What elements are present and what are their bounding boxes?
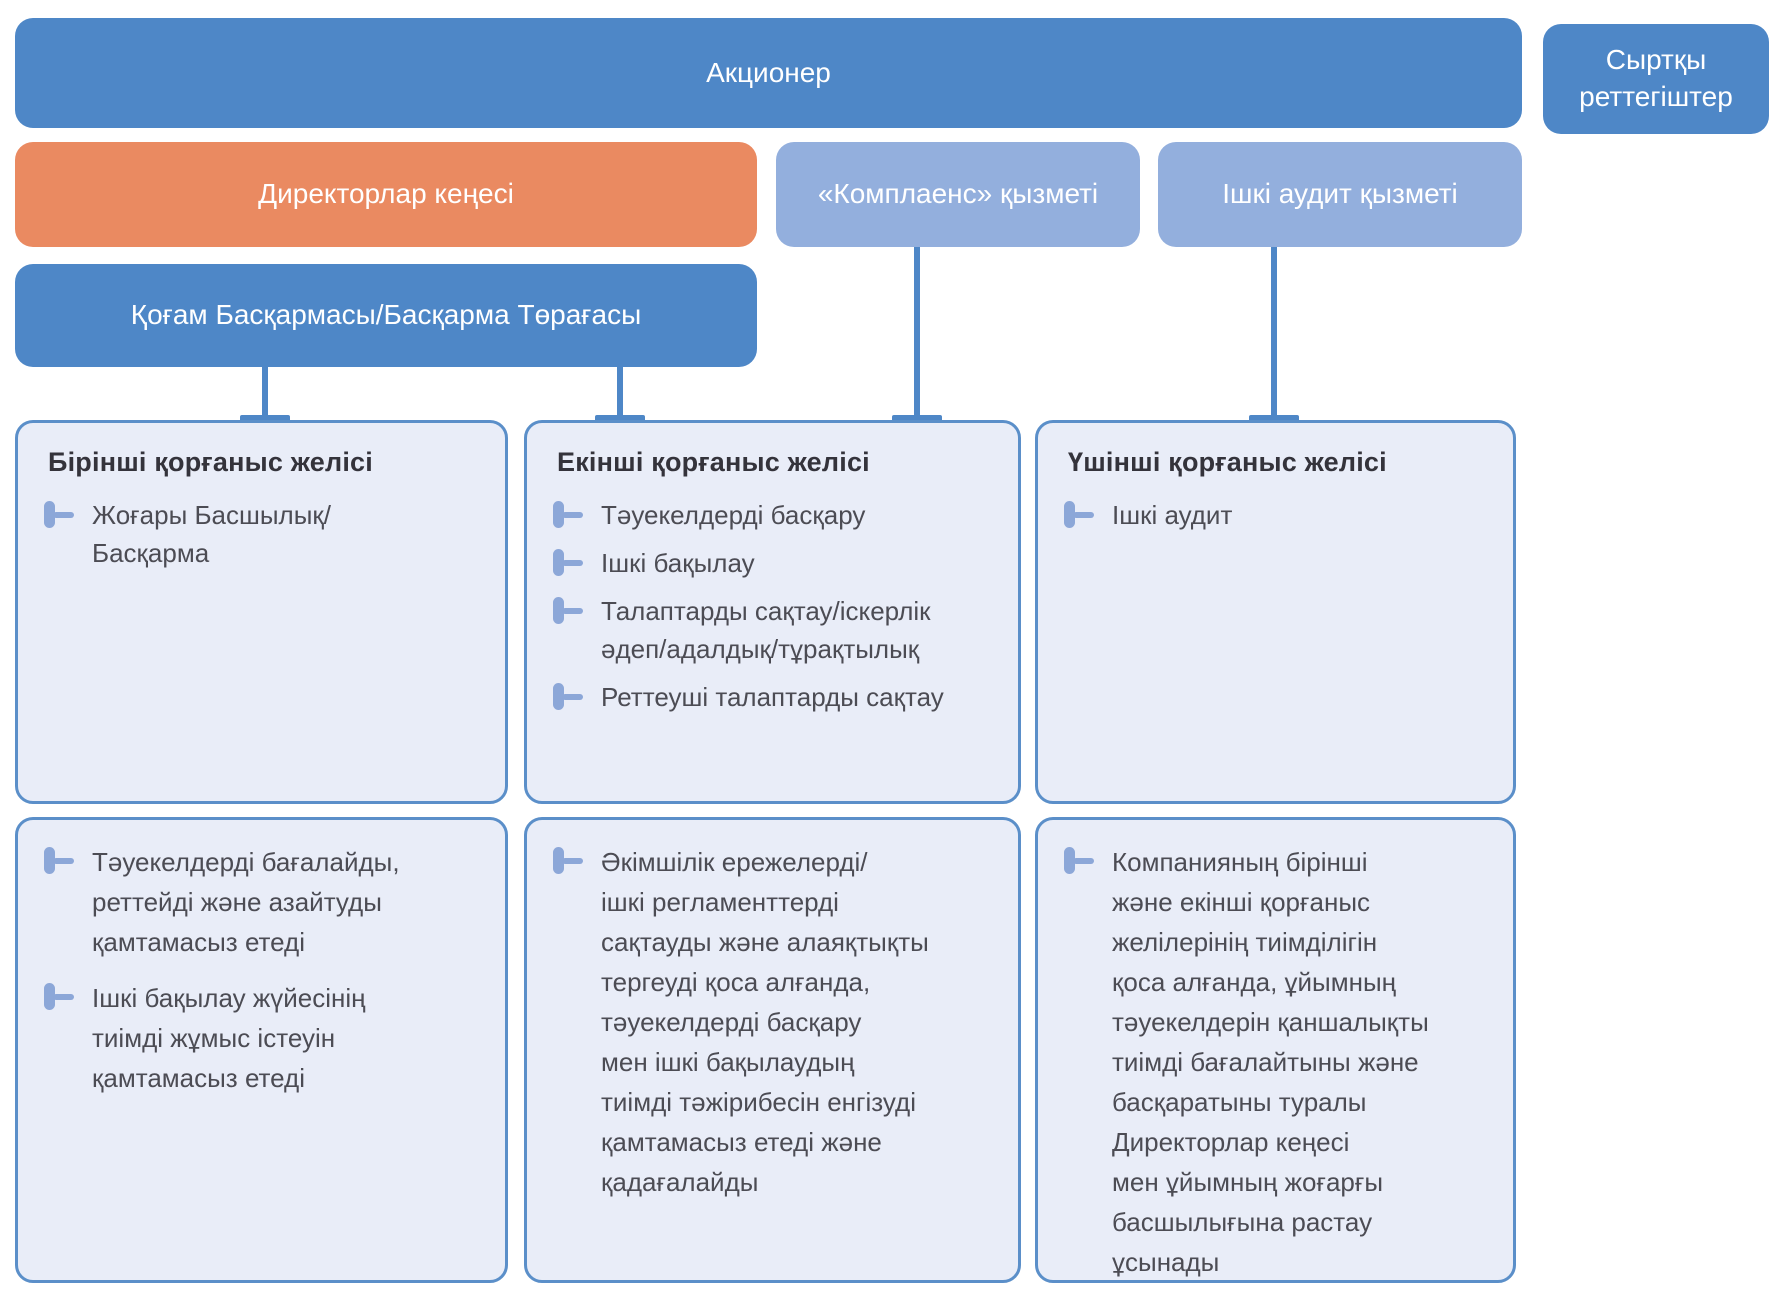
compliance-service-box: «Комплаенс» қызметі — [776, 142, 1140, 247]
connector-management-to-line1 — [262, 367, 268, 419]
bullet-icon — [553, 683, 589, 711]
defense-line-2-title: Екінші қорғаныс желісі — [557, 447, 870, 477]
internal-audit-service-box: Ішкі аудит қызметі — [1158, 142, 1522, 247]
defense-line-2-item: Ішкі бақылау — [601, 548, 755, 578]
compliance-service-label: «Комплаенс» қызметі — [817, 178, 1099, 210]
bullet-icon — [44, 983, 80, 1011]
connector-stub-compliance — [892, 415, 942, 424]
defense-line-1-title: Бірінші қорғаныс желісі — [48, 447, 373, 477]
list-item: Ішкі бақылау — [553, 544, 994, 582]
defense-line-1-item: Жоғары Басшылық/Басқарма — [92, 500, 332, 568]
connector-management-to-line2 — [617, 367, 623, 419]
defense-line-3-item: Ішкі аудит — [1112, 500, 1233, 530]
list-item: Әкімшілік ережелерді/ішкі регламенттерді… — [553, 842, 994, 1202]
bullet-icon — [1064, 501, 1100, 529]
list-item: Жоғары Басшылық/Басқарма — [44, 496, 481, 572]
bullet-icon — [44, 847, 80, 875]
board-of-directors-box: Директорлар кеңесі — [15, 142, 757, 247]
bullet-icon — [553, 847, 589, 875]
board-of-directors-label: Директорлар кеңесі — [258, 178, 514, 210]
list-item: Ішкі аудит — [1064, 496, 1489, 534]
list-item: Тәуекелдерді бағалайды,реттейді және аза… — [44, 842, 481, 962]
connector-compliance-to-line2 — [914, 247, 920, 419]
defense-line-3-title: Үшінші қорғаныс желісі — [1068, 447, 1387, 477]
defense-line-2-duties-panel: Әкімшілік ережелерді/ішкі регламенттерді… — [524, 817, 1021, 1283]
defense-line-2-item: Тәуекелдерді басқару — [601, 500, 866, 530]
bullet-icon — [553, 549, 589, 577]
connector-audit-to-line3 — [1271, 247, 1277, 419]
defense-line-1-duties-panel: Тәуекелдерді бағалайды,реттейді және аза… — [15, 817, 508, 1283]
connector-stub-line2 — [595, 415, 645, 424]
defense-line-1-panel: Бірінші қорғаныс желісі Жоғары Басшылық/… — [15, 420, 508, 804]
shareholder-box: Акционер — [15, 18, 1522, 128]
management-board-box: Қоғам Басқармасы/Басқарма Төрағасы — [15, 264, 757, 367]
shareholder-label: Акционер — [706, 56, 831, 88]
connector-stub-line1 — [240, 415, 290, 424]
bullet-icon — [553, 501, 589, 529]
management-board-label: Қоғам Басқармасы/Басқарма Төрағасы — [130, 299, 642, 331]
defense-line-2-duty: Әкімшілік ережелерді/ішкі регламенттерді… — [601, 847, 929, 1197]
defense-line-2-panel: Екінші қорғаныс желісі Тәуекелдерді басқ… — [524, 420, 1021, 804]
defense-line-1-duty: Тәуекелдерді бағалайды,реттейді және аза… — [92, 847, 400, 957]
defense-line-2-item: Реттеуші талаптарды сақтау — [601, 682, 944, 712]
defense-line-3-panel: Үшінші қорғаныс желісі Ішкі аудит — [1035, 420, 1516, 804]
external-regulators-label: Сыртқы реттегіштер — [1579, 44, 1733, 112]
external-regulators-box: Сыртқы реттегіштер — [1543, 24, 1769, 134]
list-item: Тәуекелдерді басқару — [553, 496, 994, 534]
bullet-icon — [553, 597, 589, 625]
bullet-icon — [44, 501, 80, 529]
internal-audit-service-label: Ішкі аудит қызметі — [1222, 178, 1458, 210]
list-item: Реттеуші талаптарды сақтау — [553, 678, 994, 716]
bullet-icon — [1064, 847, 1100, 875]
connector-stub-audit — [1249, 415, 1299, 424]
